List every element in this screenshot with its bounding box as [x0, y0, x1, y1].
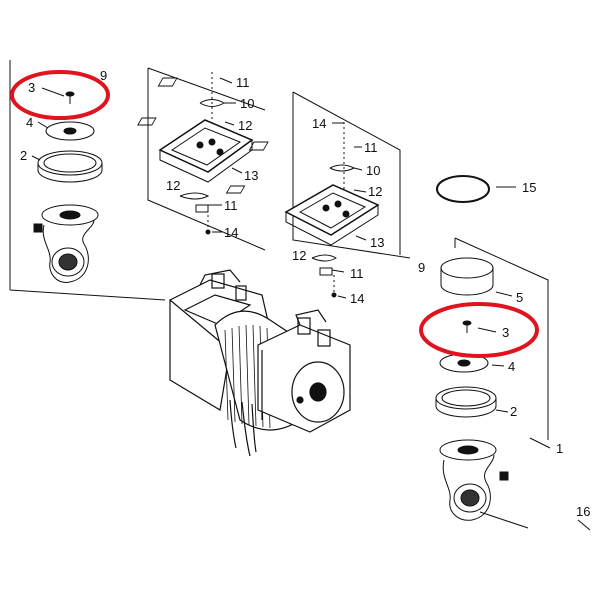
label-11-c: 11 [364, 140, 378, 155]
label-14-a: 14 [224, 225, 238, 240]
label-3-left: 3 [28, 80, 35, 95]
label-3-right: 3 [502, 325, 509, 340]
right-assembly-frame [454, 237, 549, 440]
label-2-left: 2 [20, 148, 27, 163]
valve-small-parts-1b [179, 192, 222, 235]
label-16: 16 [576, 504, 590, 519]
label-12-b: 12 [166, 178, 180, 193]
left-connecting-rod [33, 204, 99, 283]
label-10-b: 10 [366, 163, 380, 178]
valve-box-1-frame [147, 67, 266, 251]
right-diaphragm [435, 386, 497, 418]
o-ring [436, 175, 490, 203]
valve-small-parts-2 [225, 122, 367, 195]
label-9-right: 9 [418, 260, 425, 275]
left-washer [45, 121, 95, 141]
valve-box-2-frame [292, 91, 411, 259]
label-9-top: 9 [100, 68, 107, 83]
label-11-a: 11 [236, 75, 250, 90]
label-5: 5 [516, 290, 523, 305]
left-highlight-circle [10, 70, 110, 120]
label-12-d: 12 [292, 248, 306, 263]
right-screw [462, 320, 472, 333]
left-screw [65, 91, 75, 104]
motor-housing [168, 269, 351, 457]
cylinder-sleeve [440, 257, 494, 296]
label-15: 15 [522, 180, 536, 195]
right-highlight-circle [419, 302, 539, 358]
cylinder-head-1 [158, 119, 254, 183]
right-connecting-rod [439, 439, 509, 521]
left-diaphragm [37, 150, 103, 183]
label-2-right: 2 [510, 404, 517, 419]
label-12-a: 12 [238, 118, 252, 133]
label-13-a: 13 [244, 168, 258, 183]
label-4-right: 4 [508, 359, 515, 374]
label-11-b: 11 [224, 198, 238, 213]
label-12-c: 12 [368, 184, 382, 199]
label-11-d: 11 [350, 266, 364, 281]
cylinder-head-2 [284, 184, 380, 246]
label-14-c: 14 [350, 291, 364, 306]
label-14-b: 14 [312, 116, 326, 131]
label-13-b: 13 [370, 235, 384, 250]
label-1: 1 [556, 441, 563, 456]
label-10-a: 10 [240, 96, 254, 111]
valve-small-parts-2b [311, 254, 347, 299]
left-assembly-frame [9, 60, 166, 301]
label-4-left: 4 [26, 115, 33, 130]
